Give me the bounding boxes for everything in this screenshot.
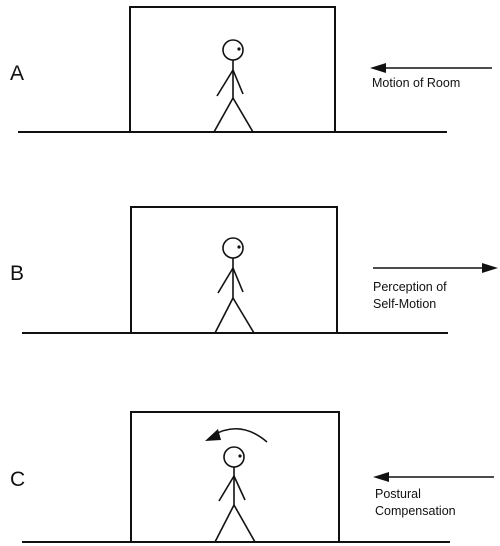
panel-c-drawing xyxy=(22,411,494,543)
stick-figure xyxy=(214,446,256,543)
left-arrow xyxy=(370,63,492,73)
room-box xyxy=(129,6,336,133)
panel-caption: Perception of Self-Motion xyxy=(373,280,447,311)
panel-c: C Postural Compensation xyxy=(0,395,500,546)
panel-a: A Motion of Room xyxy=(0,0,500,180)
panel-letter: A xyxy=(10,62,25,85)
panel-caption: Motion of Room xyxy=(372,76,461,90)
right-arrow xyxy=(373,263,498,273)
panel-letter: C xyxy=(10,468,26,491)
stick-figure xyxy=(214,237,255,334)
stick-figure xyxy=(213,39,254,133)
panel-caption: Postural Compensation xyxy=(375,487,456,518)
room-box xyxy=(130,206,338,334)
panel-letter: B xyxy=(10,262,25,285)
left-arrow xyxy=(373,472,494,482)
panel-a-drawing xyxy=(18,6,492,133)
panel-b-drawing xyxy=(22,206,498,334)
sway-arc-arrow xyxy=(205,428,268,443)
panel-b: B Perception of Self-Motion xyxy=(0,190,500,360)
room-box xyxy=(130,411,340,543)
